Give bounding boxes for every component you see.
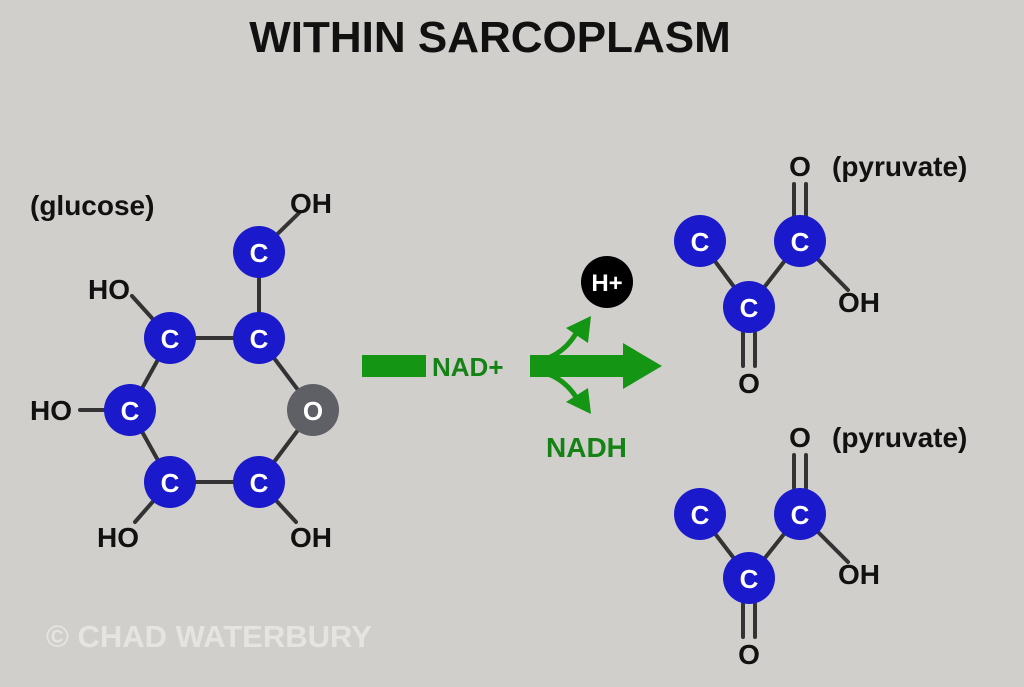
diagram-title: WITHIN SARCOPLASM: [249, 13, 731, 62]
pyruvate-2-bonds: [698, 453, 850, 639]
pyruvate-1-bonds: [698, 182, 850, 368]
arrow-tail: [362, 355, 426, 377]
arrow-shaft: [530, 355, 625, 377]
copyright-watermark: © CHAD WATERBURY: [46, 619, 372, 654]
pyruvate-2-o-bottom: O: [738, 639, 760, 670]
glucose-ho-lower-left: HO: [97, 522, 139, 553]
svg-text:C: C: [161, 324, 180, 354]
svg-text:C: C: [740, 564, 759, 594]
svg-text:C: C: [250, 238, 269, 268]
hydrogen-ion: H+: [581, 256, 633, 308]
pyruvate-molecule-1: (pyruvate) C C C O O OH: [674, 151, 967, 399]
reaction-arrow: NAD+ NADH H+: [362, 256, 662, 463]
glucose-carbon-c6: C: [233, 226, 285, 278]
pyruvate-2-oh: OH: [838, 559, 880, 590]
pyruvate-1-carbon-carboxyl: C: [774, 215, 826, 267]
glucose-ho-left: HO: [30, 395, 72, 426]
pyruvate-1-label: (pyruvate): [832, 151, 967, 182]
curved-arrowhead-up: [566, 316, 591, 343]
glucose-carbon-c5: C: [233, 312, 285, 364]
svg-text:C: C: [121, 396, 140, 426]
pyruvate-1-carbon-methyl: C: [674, 215, 726, 267]
pyruvate-1-o-top: O: [789, 151, 811, 182]
pyruvate-2-label: (pyruvate): [832, 422, 967, 453]
glucose-carbon-c4: C: [144, 312, 196, 364]
glucose-carbon-c2: C: [144, 456, 196, 508]
svg-text:C: C: [250, 468, 269, 498]
pyruvate-1-oh: OH: [838, 287, 880, 318]
svg-text:C: C: [691, 500, 710, 530]
glucose-oh-top: OH: [290, 188, 332, 219]
pyruvate-2-carbon-carbonyl: C: [723, 552, 775, 604]
pyruvate-1-carbon-carbonyl: C: [723, 281, 775, 333]
svg-text:O: O: [303, 396, 323, 426]
pyruvate-2-carbon-methyl: C: [674, 488, 726, 540]
pyruvate-2-o-top: O: [789, 422, 811, 453]
pyruvate-molecule-2: (pyruvate) C C C O O OH: [674, 422, 967, 670]
pyruvate-2-carbon-carboxyl: C: [774, 488, 826, 540]
curved-arrowhead-down: [566, 388, 591, 414]
glucose-label: (glucose): [30, 190, 154, 221]
svg-text:C: C: [740, 293, 759, 323]
nadh-label: NADH: [546, 432, 627, 463]
svg-text:C: C: [791, 500, 810, 530]
svg-text:C: C: [250, 324, 269, 354]
glucose-carbon-c1: C: [233, 456, 285, 508]
glucose-carbon-c3: C: [104, 384, 156, 436]
nad-plus-label: NAD+: [432, 352, 504, 382]
glucose-oh-lower-right: OH: [290, 522, 332, 553]
svg-text:C: C: [691, 227, 710, 257]
pyruvate-1-o-bottom: O: [738, 368, 760, 399]
glucose-ho-upper-left: HO: [88, 274, 130, 305]
arrowhead: [623, 343, 662, 389]
glucose-molecule: (glucose) C C C: [30, 188, 339, 553]
glucose-ring-oxygen: O: [287, 384, 339, 436]
svg-text:C: C: [161, 468, 180, 498]
svg-text:C: C: [791, 227, 810, 257]
svg-text:H+: H+: [591, 270, 622, 297]
